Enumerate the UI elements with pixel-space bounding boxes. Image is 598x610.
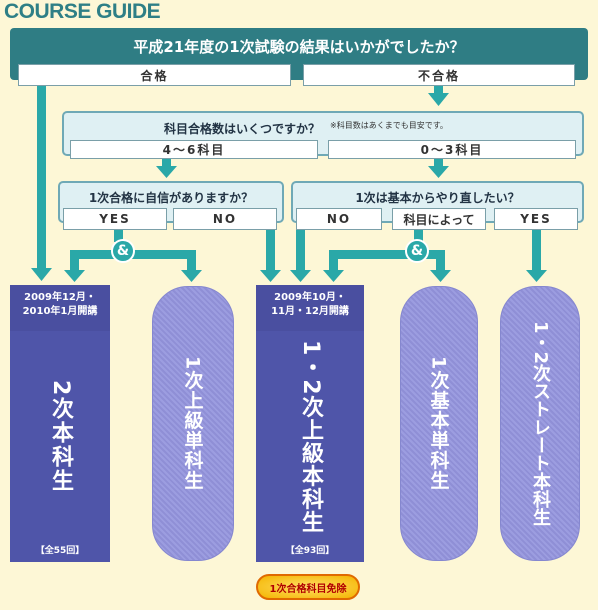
question-3-text: 1次合格に自信がありますか？ <box>88 191 254 205</box>
arrow-line <box>266 230 275 272</box>
arrowhead <box>64 270 85 282</box>
course-name: 1次上級単科生 <box>181 356 204 491</box>
arrow-line <box>532 230 541 272</box>
and-connector-right: & <box>405 239 429 263</box>
question-2-note: ※科目数はあくまでも目安です。 <box>330 121 448 130</box>
q4-no-option[interactable]: NO <box>296 208 382 230</box>
arrow-line <box>329 250 445 259</box>
course-card-2ji-honka[interactable]: 2009年12月・ 2010年1月開講 2次本科生 【全55回】 <box>10 285 110 562</box>
q3-yes-option[interactable]: YES <box>63 208 167 230</box>
course-name: 1・2次ストレート本科生 <box>530 320 551 527</box>
arrow-line <box>329 250 338 272</box>
q3-no-option[interactable]: NO <box>173 208 277 230</box>
arrowhead <box>430 270 451 282</box>
arrow-line <box>434 159 443 167</box>
course-card-12ji-jokyu-honka[interactable]: 2009年10月・ 11月・12月開講 1・2次上級本科生 【全93回】 <box>256 285 364 562</box>
arrow-line <box>70 250 79 272</box>
course-card-1ji-kihon-tanka[interactable]: 1次基本単科生 <box>400 286 478 561</box>
and-connector-left: & <box>111 239 135 263</box>
arrowhead <box>31 268 52 281</box>
question-4-text: 1次は基本からやり直したい？ <box>355 191 520 205</box>
answer-pass[interactable]: 合格 <box>18 64 291 86</box>
course-name: 1・2次上級本科生 <box>298 340 323 534</box>
arrow-line <box>434 86 443 94</box>
arrowhead <box>323 270 344 282</box>
answer-fail[interactable]: 不合格 <box>303 64 575 86</box>
arrowhead <box>428 166 449 178</box>
exemption-badge: 1次合格科目免除 <box>256 574 360 600</box>
arrow-line <box>414 230 423 242</box>
arrow-line <box>296 230 305 272</box>
arrowhead <box>290 270 311 282</box>
range-4-6-option[interactable]: 4〜6科目 <box>70 140 318 159</box>
question-1-text: 平成21年度の1次試験の結果はいかがでしたか？ <box>133 38 465 56</box>
course-count: 【全93回】 <box>285 546 335 556</box>
course-name: 2次本科生 <box>48 380 73 494</box>
course-period: 2009年10月・ 11月・12月開講 <box>256 285 364 331</box>
range-0-3-option[interactable]: 0〜3科目 <box>328 140 576 159</box>
q4-by-subject-option[interactable]: 科目によって <box>392 208 486 230</box>
course-period: 2009年12月・ 2010年1月開講 <box>10 285 110 331</box>
arrowhead <box>526 270 547 282</box>
course-card-1ji-jokyu-tanka[interactable]: 1次上級単科生 <box>152 286 234 561</box>
q4-yes-option[interactable]: YES <box>494 208 578 230</box>
arrow-line <box>162 159 171 167</box>
arrow-line <box>114 230 123 242</box>
arrowhead <box>428 93 449 106</box>
course-card-12ji-straight-honka[interactable]: 1・2次ストレート本科生 <box>500 286 580 561</box>
arrowhead <box>156 166 177 178</box>
arrow-line <box>37 86 46 270</box>
question-2-text: 科目合格数はいくつですか？ <box>164 122 321 136</box>
page-title: COURSE GUIDE <box>4 0 161 23</box>
course-count: 【全55回】 <box>35 546 85 556</box>
arrow-line <box>436 250 445 272</box>
arrowhead <box>181 270 202 282</box>
arrow-line <box>187 250 196 272</box>
arrowhead <box>260 270 281 282</box>
course-name: 1次基本単科生 <box>427 356 450 491</box>
